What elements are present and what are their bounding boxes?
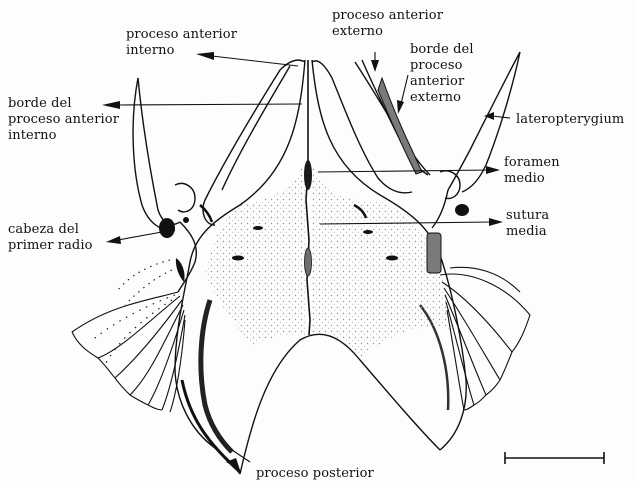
midline-suture (304, 60, 312, 335)
label-cabeza-primer-radio: cabeza del primer radio (8, 222, 93, 254)
scale-bar (505, 452, 604, 464)
label-lateropterygium: lateropterygium (516, 112, 624, 128)
label-foramen-medio: foramen medio (504, 155, 560, 187)
label-proceso-anterior-externo: proceso anterior externo (332, 8, 443, 40)
label-proceso-posterior: proceso posterior (256, 466, 374, 482)
label-borde-proceso-anterior-externo: borde del proceso anterior externo (410, 42, 474, 106)
label-proceso-anterior-interno: proceso anterior interno (126, 27, 237, 59)
right-fin-rays (440, 267, 530, 410)
label-sutura-media: sutura media (506, 208, 549, 240)
label-borde-proceso-anterior-interno: borde del proceso anterior interno (8, 96, 119, 144)
left-fin-rays (72, 260, 185, 412)
